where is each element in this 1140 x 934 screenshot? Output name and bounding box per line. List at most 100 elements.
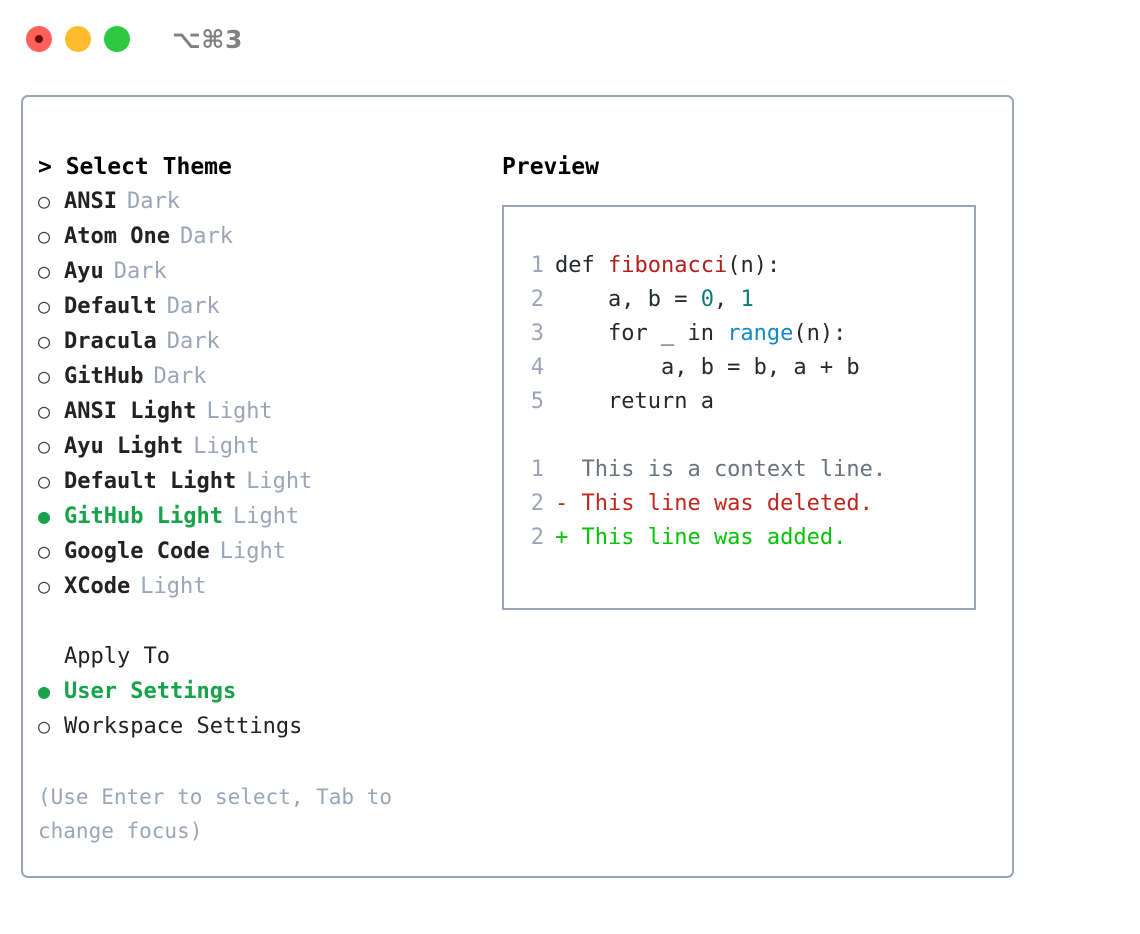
minimize-button[interactable]: [65, 26, 91, 52]
radio-unselected-icon: ○: [38, 574, 51, 598]
title-bar: ⌥⌘3: [0, 0, 1140, 78]
code-line: 4 a, b = b, a + b: [522, 351, 974, 385]
theme-name: Dracula: [64, 329, 157, 354]
theme-category: Light: [193, 434, 260, 459]
code-token-plain: def: [555, 253, 608, 278]
code-token-plain: a, b =: [555, 287, 701, 312]
diff-line: 1 This is a context line.: [522, 453, 974, 487]
theme-name: Default Light: [64, 469, 237, 494]
theme-name: ANSI: [64, 189, 117, 214]
close-icon: [35, 35, 43, 43]
theme-category: Dark: [166, 294, 220, 319]
code-token-plain: ,: [713, 287, 741, 312]
code-token-num: 0: [700, 287, 714, 312]
theme-category: Dark: [113, 259, 167, 284]
radio-unselected-icon: ○: [38, 189, 51, 213]
radio-unselected-icon: ○: [38, 399, 51, 423]
code-text: a, b = b, a + b: [555, 351, 860, 385]
code-token-plain: return a: [555, 389, 714, 414]
keyboard-hint-text: (Use Enter to select, Tab to change focu…: [38, 785, 393, 843]
theme-list-item[interactable]: ○ Atom One Dark: [38, 219, 498, 254]
diff-text-ctx: This is a context line.: [555, 457, 887, 482]
code-line: 3 for _ in range(n):: [522, 317, 974, 351]
radio-unselected-icon: ○: [38, 329, 51, 353]
theme-name: Ayu: [64, 259, 104, 284]
theme-list-item[interactable]: ○ ANSI Dark: [38, 184, 498, 219]
code-line: 2 a, b = 0, 1: [522, 283, 974, 317]
theme-list-item[interactable]: ○ Ayu Dark: [38, 254, 498, 289]
line-number: 5: [530, 389, 544, 414]
line-number: 1: [530, 253, 544, 278]
theme-name: Default: [64, 294, 157, 319]
code-diff-separator: [522, 419, 974, 453]
theme-list-item[interactable]: ○ Default Dark: [38, 289, 498, 324]
select-theme-header: > Select Theme: [38, 154, 232, 180]
close-button[interactable]: [26, 26, 52, 52]
theme-name: Google Code: [64, 539, 210, 564]
code-token-plain: (n):: [727, 253, 781, 278]
theme-category: Dark: [179, 224, 233, 249]
code-line: 1 def fibonacci(n):: [522, 249, 974, 283]
radio-unselected-icon: ○: [38, 224, 51, 248]
theme-category: Dark: [166, 329, 220, 354]
radio-unselected-icon: ○: [38, 294, 51, 318]
code-text: a, b = 0, 1: [555, 283, 754, 317]
apply-to-option[interactable]: ○ Workspace Settings: [38, 709, 498, 744]
radio-unselected-icon: ○: [38, 434, 51, 458]
diff-text-del: - This line was deleted.: [555, 491, 873, 516]
theme-category: Light: [246, 469, 313, 494]
code-token-plain: a, b = b, a + b: [555, 355, 860, 380]
theme-category: Light: [219, 539, 286, 564]
line-number: 2: [530, 525, 544, 550]
theme-name: GitHub: [64, 364, 144, 389]
diff-sample: 1 This is a context line. 2 - This line wa…: [522, 453, 974, 555]
diff-line: 2+ This line was added.: [522, 521, 974, 555]
apply-to-header: Apply To: [64, 644, 170, 669]
radio-unselected-icon: ○: [38, 259, 51, 283]
line-number: 2: [530, 491, 544, 516]
theme-category: Dark: [126, 189, 180, 214]
code-token-num: 1: [740, 287, 754, 312]
preview-header: Preview: [502, 154, 599, 180]
line-number: 3: [530, 321, 544, 346]
theme-name: ANSI Light: [64, 399, 197, 424]
theme-list-item[interactable]: ○ Dracula Dark: [38, 324, 498, 359]
apply-to-label: User Settings: [64, 679, 237, 704]
apply-to-label: Workspace Settings: [64, 714, 303, 739]
code-line: 5 return a: [522, 385, 974, 419]
code-token-plain: for _ in: [555, 321, 728, 346]
code-token-call: range: [727, 321, 794, 346]
line-number: 1: [530, 457, 544, 482]
theme-name: Atom One: [64, 224, 170, 249]
keyboard-shortcut-label: ⌥⌘3: [172, 24, 243, 54]
window-controls: [26, 26, 130, 52]
maximize-button[interactable]: [104, 26, 130, 52]
code-token-plain: (n):: [793, 321, 847, 346]
apply-to-list[interactable]: ●User Settings ○ Workspace Settings: [38, 674, 498, 744]
radio-unselected-icon: ○: [38, 364, 51, 388]
theme-category: Light: [232, 504, 300, 529]
line-number: 2: [530, 287, 544, 312]
radio-selected-icon: ●: [38, 504, 51, 528]
code-text: for _ in range(n):: [555, 317, 846, 351]
code-token-func: fibonacci: [607, 253, 728, 278]
apply-to-option[interactable]: ●User Settings: [38, 674, 498, 709]
code-text: def fibonacci(n):: [555, 249, 780, 283]
line-number: 4: [530, 355, 544, 380]
radio-unselected-icon: ○: [38, 714, 51, 738]
theme-category: Light: [140, 574, 207, 599]
